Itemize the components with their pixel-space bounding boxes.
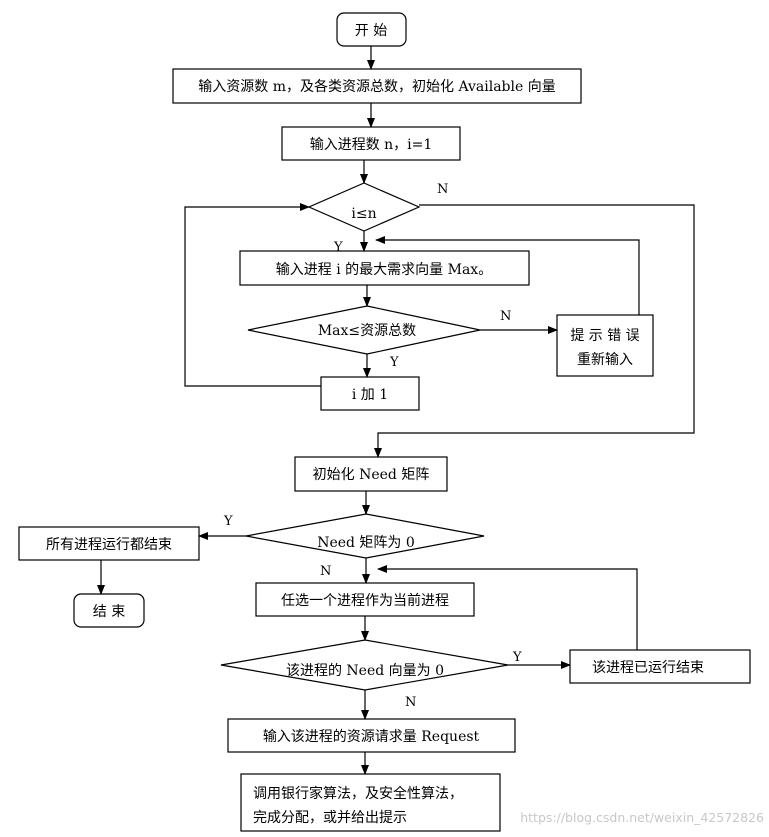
edge-label-cond-max-yes: Y [389,355,399,370]
input-max-label: 输入进程 i 的最大需求向量 Max。 [276,262,492,278]
cond-need-zero-label: Need 矩阵为 0 [317,535,415,551]
process-finished-node: 该进程已运行结束 [569,649,751,684]
edge-label-cond-need-yes: Y [223,514,233,529]
edge-label-cond-process-yes: Y [512,650,522,665]
start-label: 开 始 [355,23,387,39]
end-node: 结 束 [73,593,145,628]
arrow-error-back [375,236,640,315]
banker-label-line2: 完成分配，或并给出提示 [253,810,407,826]
arrow-loop-back [184,203,321,387]
cond-process-need-zero-label: 该进程的 Need 向量为 0 [286,663,444,679]
init-need-node: 初始化 Need 矩阵 [294,456,448,492]
input-request-label: 输入该进程的资源请求量 Request [263,729,480,745]
input-max-node: 输入进程 i 的最大需求向量 Max。 [239,250,530,286]
input-processes-node: 输入进程数 n，i=1 [281,126,461,161]
cond-i-le-n-node: i≤n [307,182,421,232]
all-finished-label: 所有进程运行都结束 [46,537,172,553]
pick-process-label: 任选一个进程作为当前进程 [281,592,449,609]
all-finished-node: 所有进程运行都结束 [18,526,200,561]
edge-label-cond-max-no: N [500,309,511,324]
input-resources-node: 输入资源数 m，及各类资源总数，初始化 Available 向量 [172,68,582,104]
cond-process-need-zero-node: 该进程的 Need 向量为 0 [220,639,509,691]
edge-label-cond-i-no: N [437,182,448,197]
edge-label-cond-process-no: N [405,695,416,710]
start-node: 开 始 [336,12,407,47]
error-node: 提 示 错 误 重新输入 [556,314,654,377]
input-resources-label: 输入资源数 m，及各类资源总数，初始化 Available 向量 [198,78,555,95]
increment-label: i 加 1 [352,387,388,403]
cond-max-node: Max≤资源总数 [247,305,481,355]
banker-node: 调用银行家算法，及安全性算法， 完成分配，或并给出提示 [240,773,501,832]
arrow-cond-i-no [374,204,695,458]
end-label: 结 束 [93,604,125,620]
watermark-text: https://blog.csdn.net/weixin_42572826 [520,810,764,825]
pick-process-node: 任选一个进程作为当前进程 [255,582,475,617]
edge-label-cond-i-yes: Y [333,240,343,255]
error-label-line2: 重新输入 [577,352,633,368]
arrow-finished-back [377,565,638,650]
edge-label-cond-need-no: N [320,564,331,579]
cond-max-label: Max≤资源总数 [318,323,416,339]
input-request-node: 输入该进程的资源请求量 Request [227,718,516,753]
banker-label-line1: 调用银行家算法，及安全性算法， [253,785,463,802]
increment-node: i 加 1 [320,376,420,411]
cond-need-zero-node: Need 矩阵为 0 [245,513,485,559]
input-processes-label: 输入进程数 n，i=1 [310,137,433,153]
init-need-label: 初始化 Need 矩阵 [313,466,430,483]
process-finished-label: 该进程已运行结束 [592,660,704,676]
connectors [97,46,695,775]
cond-i-le-n-label: i≤n [351,206,376,222]
error-label-line1: 提 示 错 误 [570,328,639,344]
